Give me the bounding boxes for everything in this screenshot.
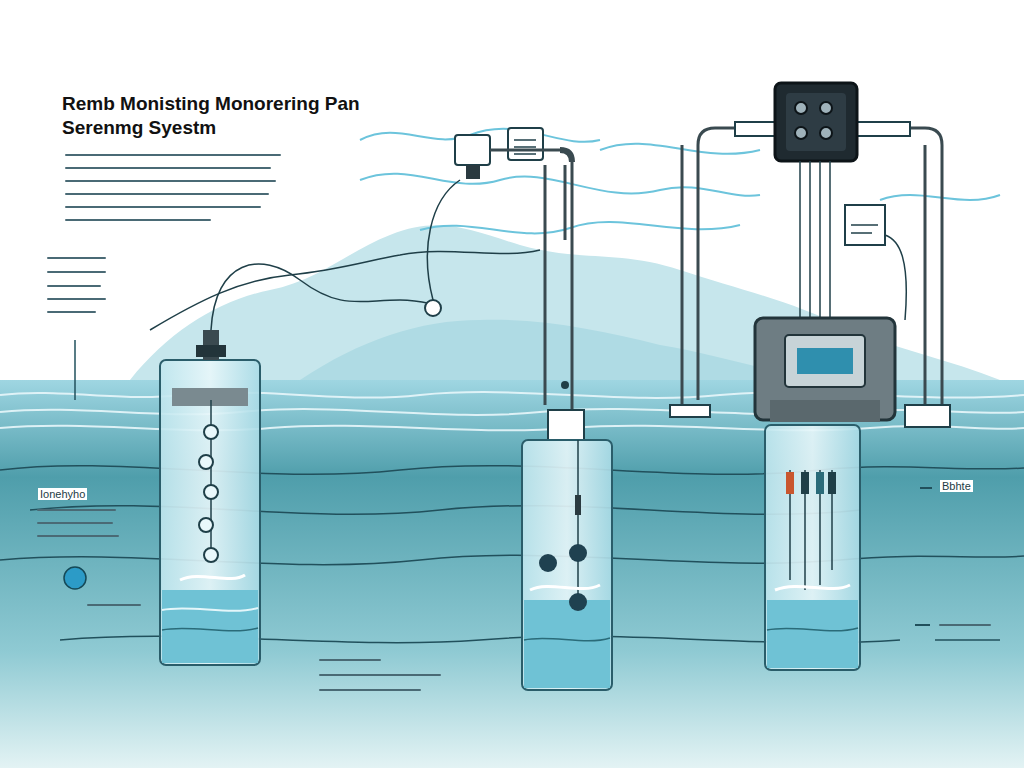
sensor-well xyxy=(160,330,260,665)
sensor-well xyxy=(522,440,612,690)
diagram-title: Remb Monisting Monorering Pan Serenmg Sy… xyxy=(62,92,362,140)
part-label: Ionehyho xyxy=(38,488,87,500)
sensor-well xyxy=(765,425,860,670)
part-label: Bbhte xyxy=(940,480,973,492)
